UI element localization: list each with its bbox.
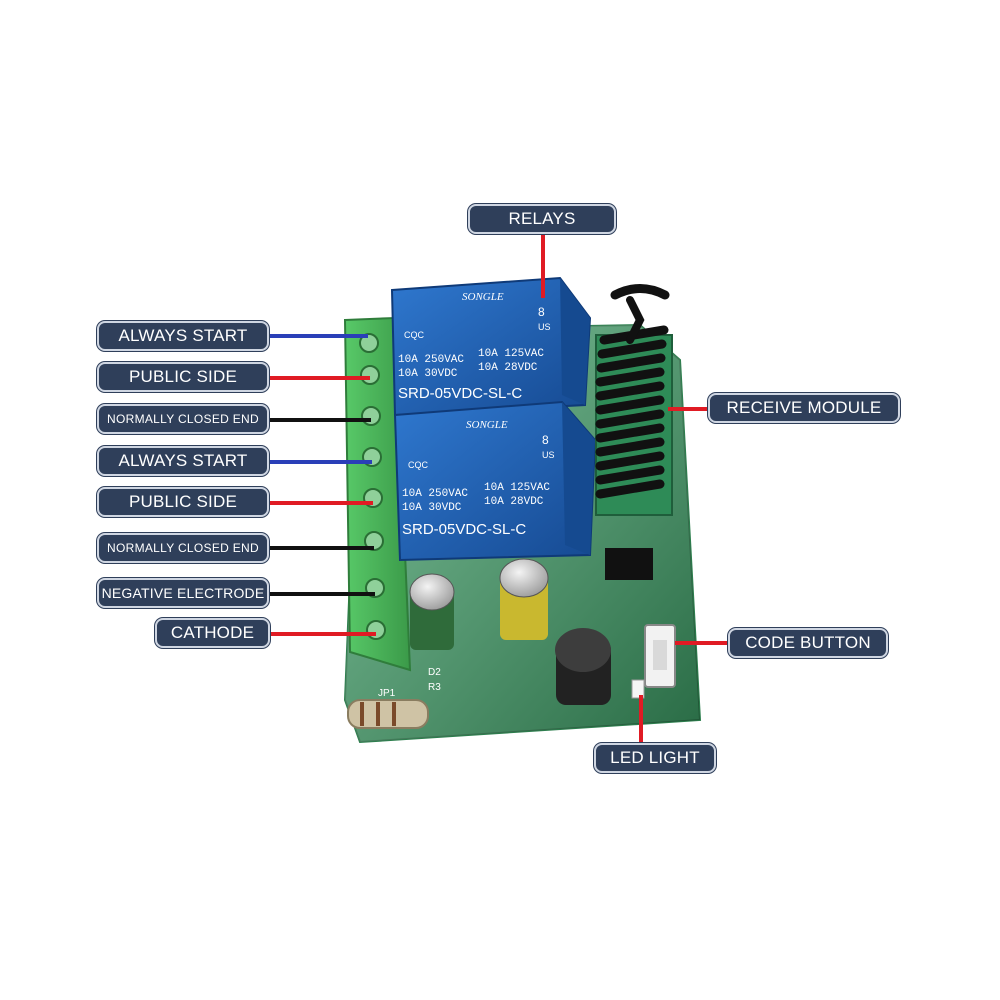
label-public-side-2: PUBLIC SIDE [97,487,269,517]
code-button-component [644,624,676,688]
relay-rating-right2-top: 10A 28VDC [478,362,538,374]
relay-model-top: SRD-05VDC-SL-C [398,385,522,402]
relay-cqc-bottom: CQC [408,460,429,470]
inductor [555,628,611,705]
label-led-light: LED LIGHT [594,743,716,773]
relay-top: SONGLE 8 US CQC 10A 250VAC 10A 30VDC 10A… [390,276,592,417]
leader-lines [268,232,730,745]
receive-module [595,284,673,516]
label-normally-closed-end-1: NORMALLY CLOSED END [97,404,269,434]
label-normally-closed-end-2: NORMALLY CLOSED END [97,533,269,563]
silkscreen-jp1: JP1 [378,688,396,699]
relay-ul-number-bottom: 8 [542,433,549,447]
ic-chip [605,548,653,580]
label-public-side-1: PUBLIC SIDE [97,362,269,392]
relay-rating-left-top: 10A 250VAC [398,354,464,366]
antenna-coil [595,284,670,499]
relay-rating-right-bottom: 10A 125VAC [484,482,550,494]
label-always-start-1: ALWAYS START [97,321,269,351]
relay-rating-right-top: 10A 125VAC [478,348,544,360]
led-component [631,679,645,699]
label-code-button: CODE BUTTON [728,628,888,658]
label-receive-module: RECEIVE MODULE [708,393,900,423]
relay-rating-right2-bottom: 10A 28VDC [484,496,544,508]
label-cathode: CATHODE [155,618,270,648]
label-relays: RELAYS [468,204,616,234]
relay-ul-number-top: 8 [538,305,545,319]
relay-brand-top: SONGLE [462,291,504,303]
relay-cqc-top: CQC [404,330,425,340]
label-negative-electrode: NEGATIVE ELECTRODE [97,578,269,608]
relay-brand-bottom: SONGLE [466,419,508,431]
label-always-start-2: ALWAYS START [97,446,269,476]
capacitor-left [409,573,455,650]
relay-model-bottom: SRD-05VDC-SL-C [402,521,526,538]
jumper-resistor [347,699,429,729]
relay-rating-left2-top: 10A 30VDC [398,368,458,380]
silkscreen-d2: D2 [428,667,441,678]
relay-rating-left2-bottom: 10A 30VDC [402,502,462,514]
silkscreen-r3: R3 [428,682,441,693]
capacitor-right [499,558,549,640]
relay-rating-left-bottom: 10A 250VAC [402,488,468,500]
relay-ul-us-top: US [538,322,551,332]
relay-ul-us-bottom: US [542,450,555,460]
relay-bottom: SONGLE 8 US CQC 10A 250VAC 10A 30VDC 10A… [393,400,597,562]
